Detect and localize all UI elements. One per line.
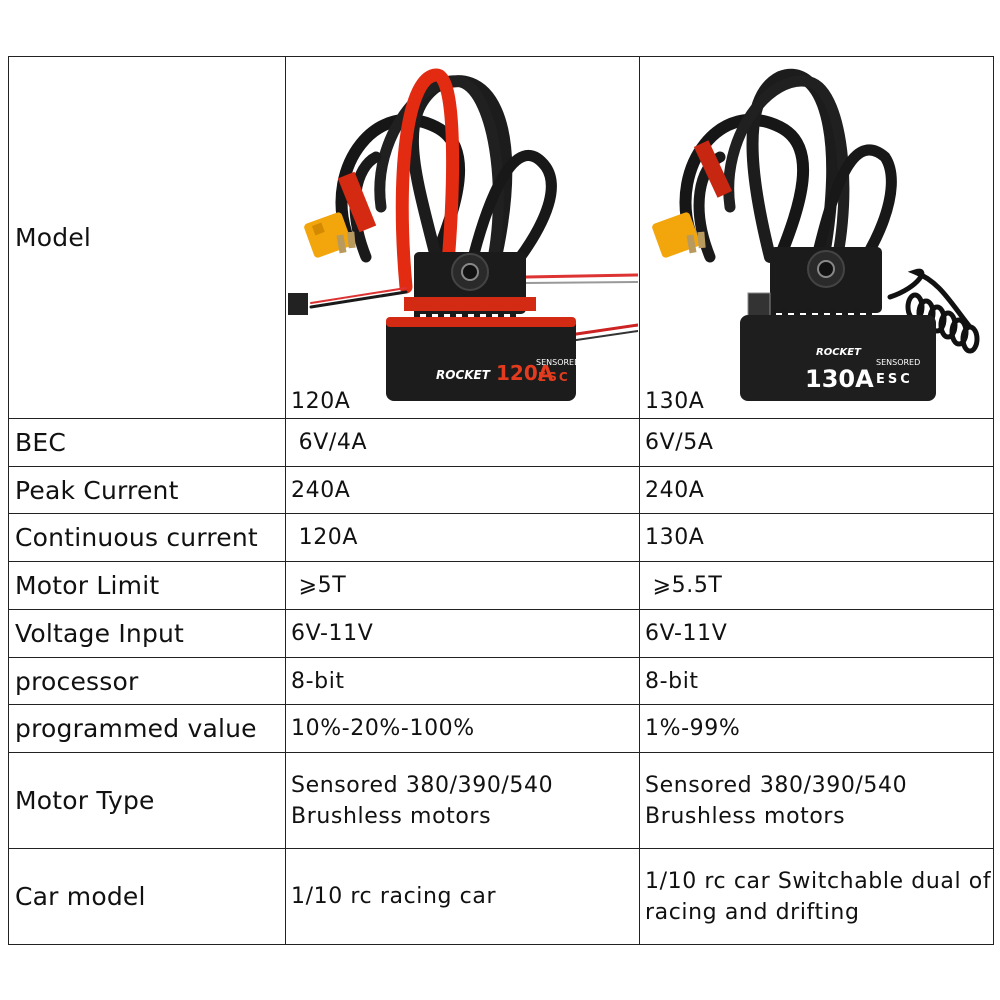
row-model: Model bbox=[8, 56, 994, 419]
label-bec: BEC bbox=[8, 418, 286, 467]
motor-type-130a-line1: Sensored 380/390/540 bbox=[645, 772, 908, 798]
car-model-130a: 1/10 rc car Switchable dual of racing an… bbox=[639, 848, 994, 945]
row-processor: processor 8-bit 8-bit bbox=[8, 657, 994, 705]
row-programmed-value: programmed value 10%-20%-100% 1%-99% bbox=[8, 704, 994, 753]
label-continuous-current: Continuous current bbox=[8, 513, 286, 562]
processor-120a: 8-bit bbox=[285, 657, 640, 705]
motor-type-130a-line2: Brushless motors bbox=[645, 803, 846, 829]
label-programmed-value: programmed value bbox=[8, 704, 286, 753]
bec-120a: 6V/4A bbox=[285, 418, 640, 467]
car-model-120a: 1/10 rc racing car bbox=[285, 848, 640, 945]
peak-current-120a: 240A bbox=[285, 466, 640, 514]
car-model-130a-line1: 1/10 rc car Switchable dual of bbox=[645, 868, 992, 894]
esc-130a-brand: ROCKET bbox=[816, 347, 862, 358]
model-label-120a: 120A bbox=[291, 389, 351, 414]
model-label-130a: 130A bbox=[645, 389, 705, 414]
row-car-model: Car model 1/10 rc racing car 1/10 rc car… bbox=[8, 848, 994, 945]
row-motor-type: Motor Type Sensored 380/390/540 Brushles… bbox=[8, 752, 994, 849]
peak-current-130a: 240A bbox=[639, 466, 994, 514]
row-motor-limit: Motor Limit ⩾5T ⩾5.5T bbox=[8, 561, 994, 610]
label-motor-type: Motor Type bbox=[8, 752, 286, 849]
row-voltage-input: Voltage Input 6V-11V 6V-11V bbox=[8, 609, 994, 658]
motor-type-120a-line1: Sensored 380/390/540 bbox=[291, 772, 554, 798]
processor-130a: 8-bit bbox=[639, 657, 994, 705]
row-peak-current: Peak Current 240A 240A bbox=[8, 466, 994, 514]
esc-130a-sub: SENSORED bbox=[876, 358, 920, 367]
spec-comparison-table: Model bbox=[8, 56, 994, 945]
esc-120a-badge: 120A bbox=[496, 361, 554, 385]
programmed-value-130a: 1%-99% bbox=[639, 704, 994, 753]
label-processor: processor bbox=[8, 657, 286, 705]
programmed-value-120a: 10%-20%-100% bbox=[285, 704, 640, 753]
esc-120a-sub: SENSORED bbox=[536, 358, 580, 367]
voltage-input-130a: 6V-11V bbox=[639, 609, 994, 658]
esc-120a-image: ROCKET 120A SENSORED ESC bbox=[288, 68, 638, 401]
label-peak-current: Peak Current bbox=[8, 466, 286, 514]
label-model: Model bbox=[8, 56, 286, 419]
esc-120a-brand: ROCKET bbox=[436, 368, 491, 382]
esc-120a-esc: ESC bbox=[538, 370, 570, 384]
continuous-current-130a: 130A bbox=[639, 513, 994, 562]
esc-130a-badge: 130A bbox=[805, 365, 874, 393]
motor-type-120a: Sensored 380/390/540 Brushless motors bbox=[285, 752, 640, 849]
motor-limit-120a: ⩾5T bbox=[285, 561, 640, 610]
voltage-input-120a: 6V-11V bbox=[285, 609, 640, 658]
motor-limit-130a: ⩾5.5T bbox=[639, 561, 994, 610]
car-model-130a-line2: racing and drifting bbox=[645, 899, 860, 925]
cell-esc-130a: ROCKET 130A SENSORED ESC 130A bbox=[639, 56, 994, 419]
bec-130a: 6V/5A bbox=[639, 418, 994, 467]
label-voltage-input: Voltage Input bbox=[8, 609, 286, 658]
label-motor-limit: Motor Limit bbox=[8, 561, 286, 610]
motor-type-130a: Sensored 380/390/540 Brushless motors bbox=[639, 752, 994, 849]
esc-130a-image: ROCKET 130A SENSORED ESC bbox=[652, 69, 980, 401]
cell-esc-120a: ROCKET 120A SENSORED ESC 120A bbox=[285, 56, 640, 419]
motor-type-120a-line2: Brushless motors bbox=[291, 803, 492, 829]
esc-130a-esc: ESC bbox=[876, 372, 913, 387]
continuous-current-120a: 120A bbox=[285, 513, 640, 562]
row-bec: BEC 6V/4A 6V/5A bbox=[8, 418, 994, 467]
label-car-model: Car model bbox=[8, 848, 286, 945]
row-continuous-current: Continuous current 120A 130A bbox=[8, 513, 994, 562]
